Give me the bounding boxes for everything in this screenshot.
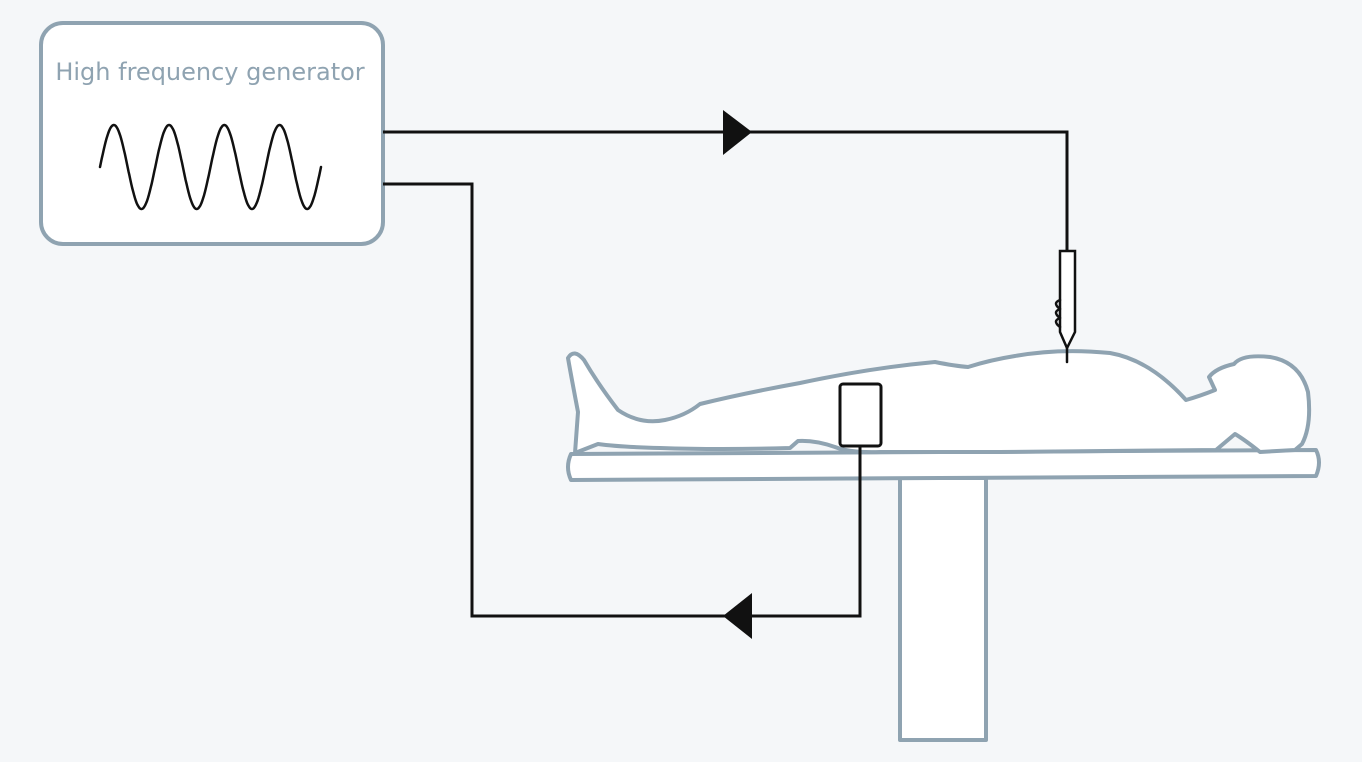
patient-body (566, 349, 1312, 455)
sine-wave-icon (98, 123, 323, 211)
current-direction-arrow-return (723, 593, 752, 639)
electrosurgical-pen (1054, 249, 1077, 364)
return-electrode-pad (838, 382, 883, 448)
current-direction-arrow-out (723, 110, 752, 155)
table-top (566, 448, 1321, 482)
return-lead-wire (383, 182, 862, 618)
generator-label: High frequency generator (55, 58, 364, 86)
generator-box (39, 21, 385, 246)
table-pedestal (898, 476, 988, 742)
active-lead-wire (383, 130, 1069, 250)
